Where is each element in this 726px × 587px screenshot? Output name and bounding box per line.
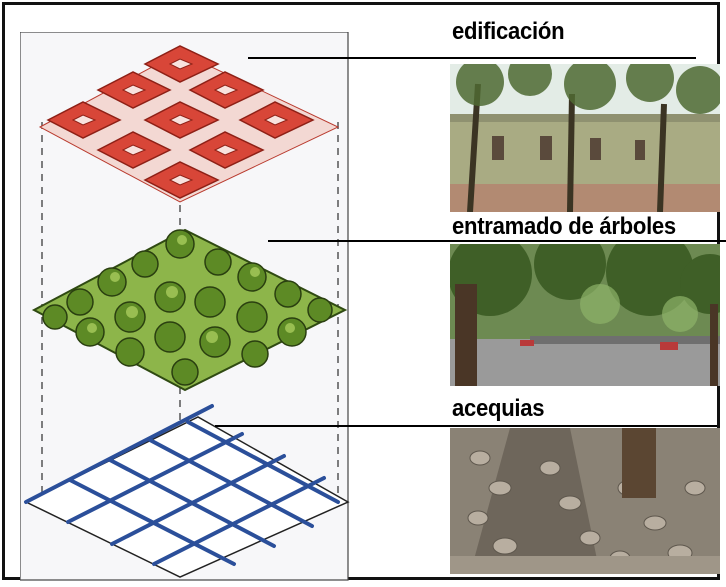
label-acequias: acequias xyxy=(452,395,545,422)
leader-line-acequias xyxy=(215,425,717,427)
label-edificacion: edificación xyxy=(452,18,565,45)
label-entramado-de-arboles: entramado de árboles xyxy=(452,213,676,240)
tree-canopy-layer xyxy=(31,228,348,392)
street-building-photo xyxy=(450,64,720,212)
leader-line-trees xyxy=(268,240,726,242)
tree-canopy-street-photo xyxy=(450,244,720,386)
leader-line-building xyxy=(248,57,696,59)
layer-sketch xyxy=(20,32,350,581)
building-blocks-layer xyxy=(38,45,340,203)
acequias-grid-layer xyxy=(24,404,350,578)
stone-irrigation-ditch-photo xyxy=(450,428,720,574)
